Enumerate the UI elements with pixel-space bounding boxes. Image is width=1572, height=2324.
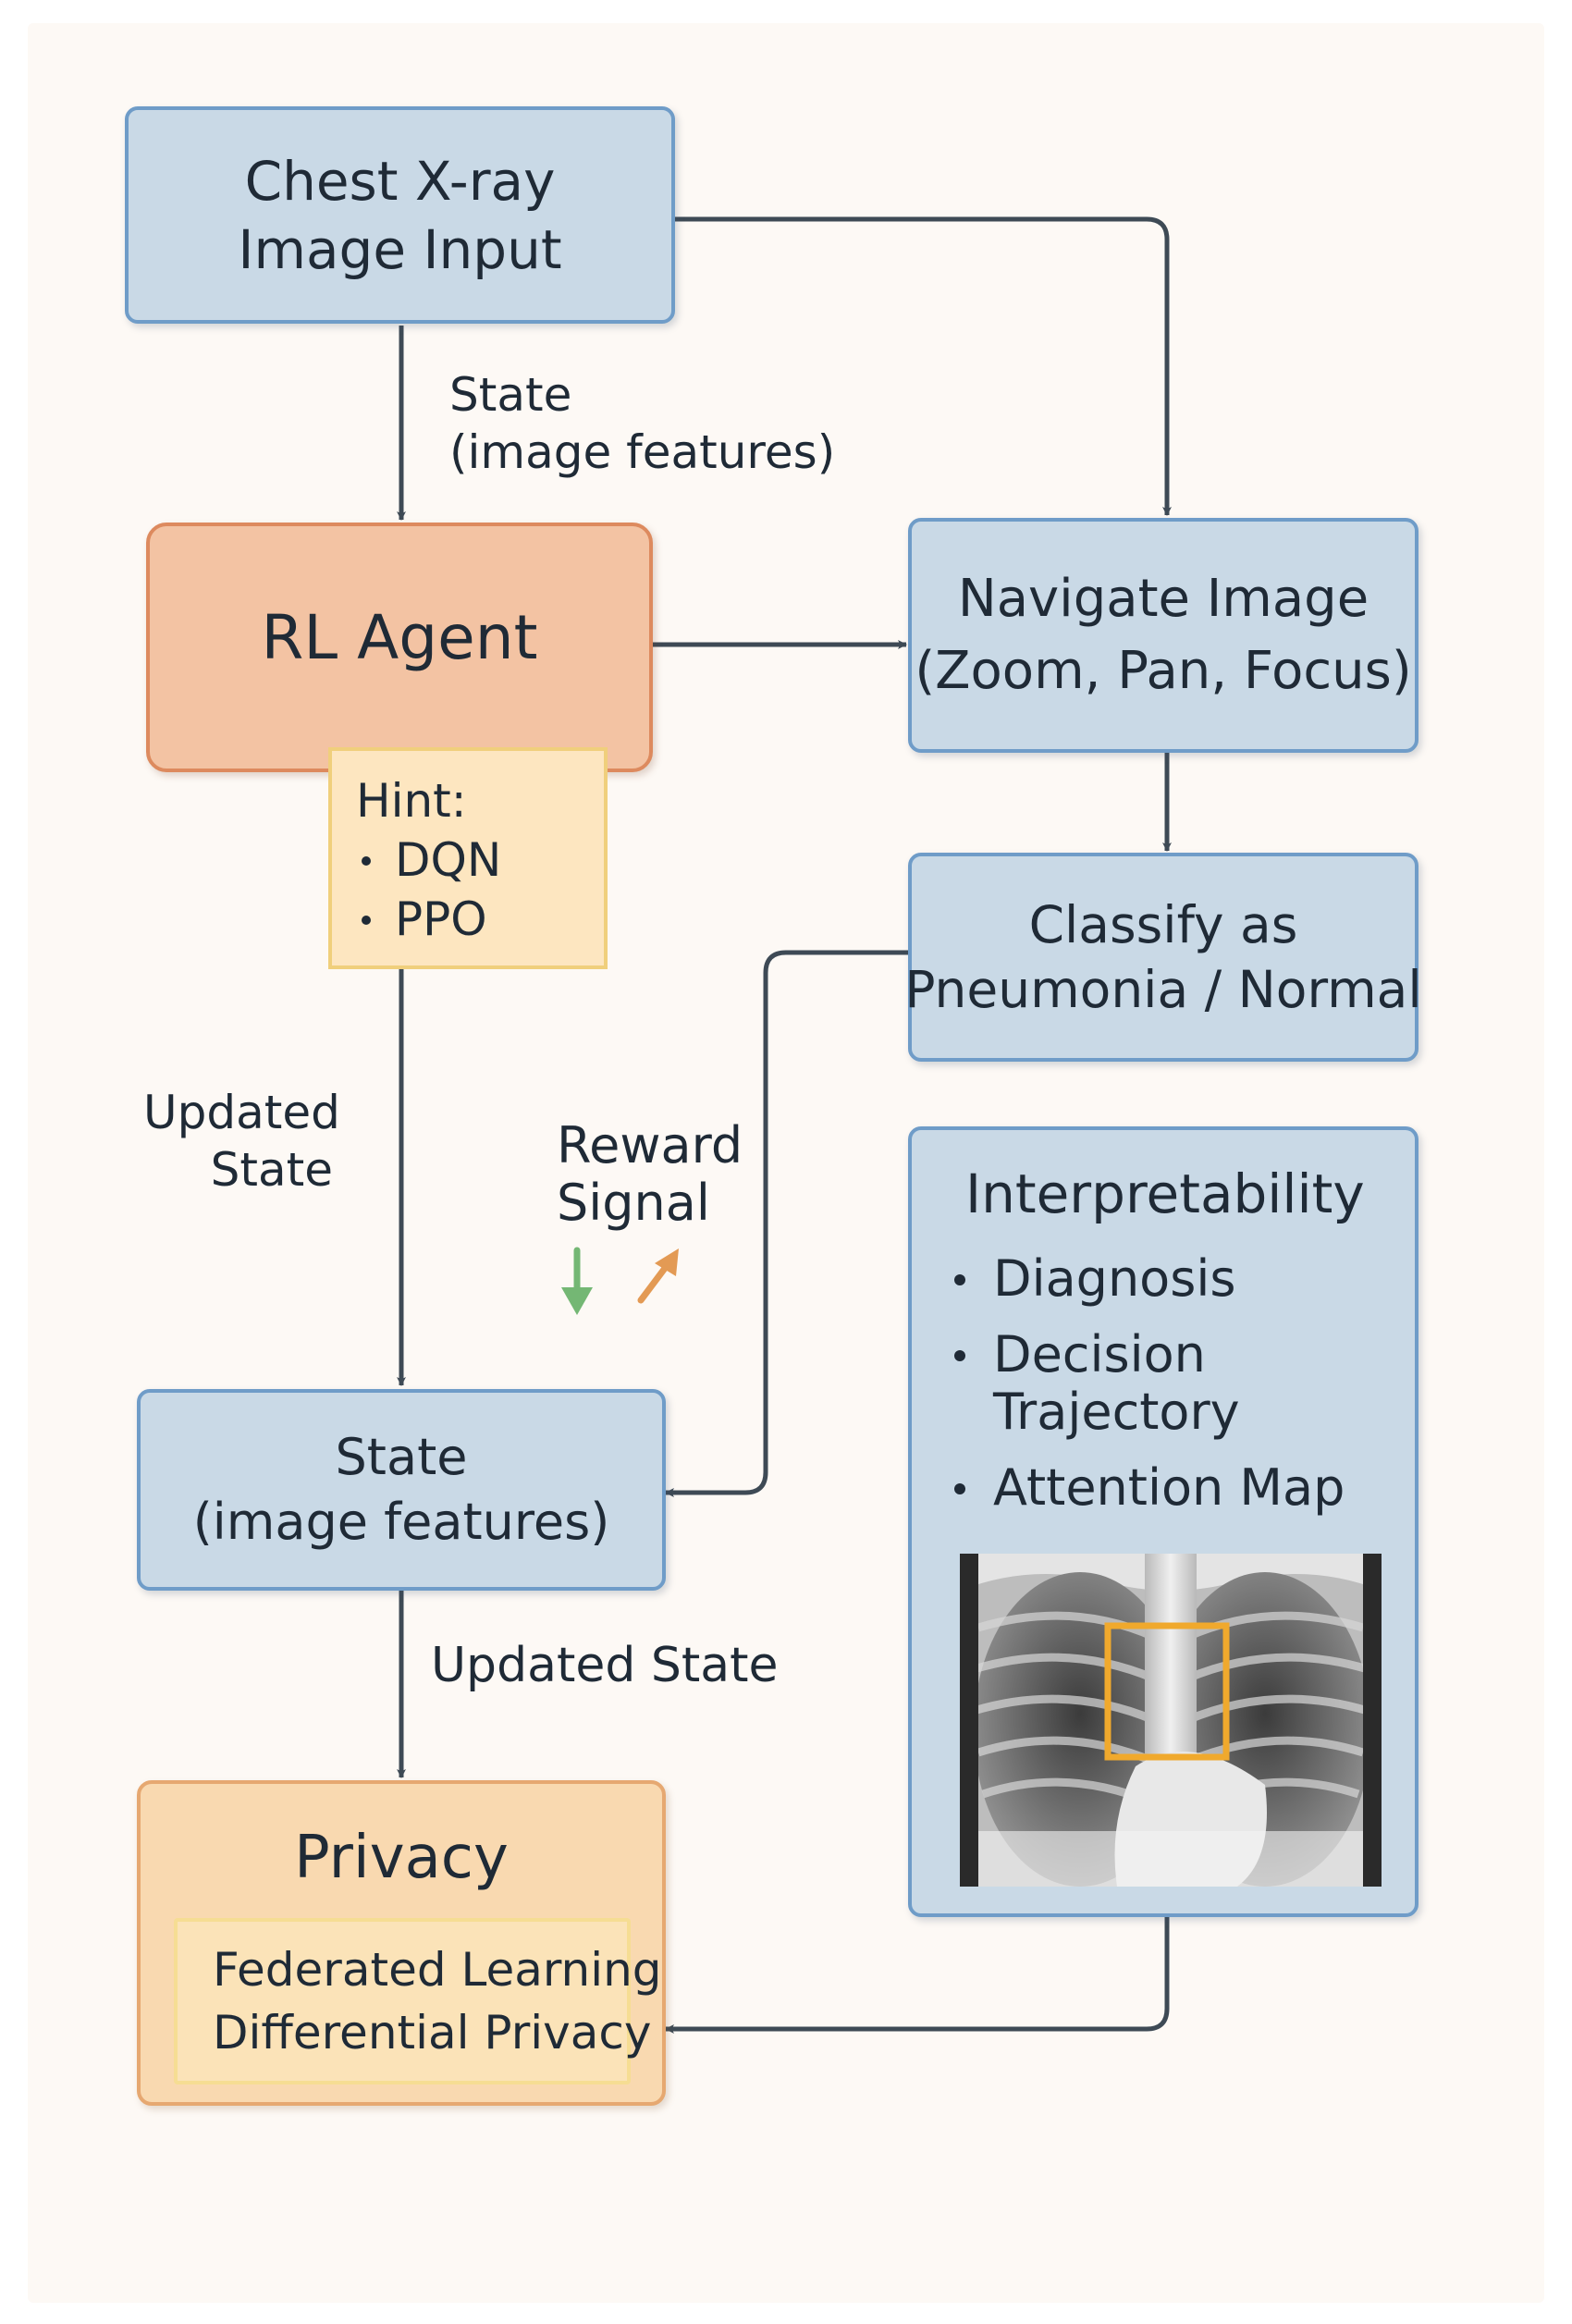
hint-item: PPO [356, 890, 604, 949]
state-line-2: (image features) [192, 1493, 610, 1551]
state-node: State (image features) [137, 1389, 666, 1591]
state-features-label: State (image features) [449, 366, 835, 481]
reward-signal-line-2: Signal [557, 1174, 710, 1232]
reward-up-icon [637, 1248, 679, 1304]
rl-agent-title: RL Agent [261, 602, 538, 673]
reward-signal-label: Reward Signal [557, 1117, 743, 1232]
privacy-method: Differential Privacy [213, 2006, 652, 2060]
updated-state-bottom-label: Updated State [431, 1638, 779, 1693]
image-input-line-2: Image Input [238, 217, 562, 281]
hint-item: DQN [356, 830, 604, 890]
xray-drawing [960, 1554, 1382, 1887]
navigate-line-1: Navigate Image [957, 569, 1369, 629]
privacy-methods: Federated Learning Differential Privacy [174, 1918, 662, 2084]
state-line-1: State [335, 1428, 468, 1486]
hint-title: Hint: [356, 774, 467, 828]
interpretability-title: Interpretability [965, 1162, 1365, 1225]
interpretability-item: Attention Map [947, 1459, 1391, 1517]
state-features-label-line-1: State [449, 368, 572, 422]
image-input-line-1: Chest X-ray [244, 149, 556, 213]
classify-line-1: Classify as [1028, 895, 1298, 954]
interpretability-list: Diagnosis Decision Trajectory Attention … [947, 1250, 1391, 1535]
navigate-line-2: (Zoom, Pan, Focus) [915, 641, 1412, 701]
updated-state-left-line-1: Updated [143, 1086, 340, 1139]
classify-node: Classify as Pneumonia / Normal [904, 853, 1422, 1062]
arrow-input-to-navigate [675, 216, 1172, 516]
arrow-classify-to-state [665, 950, 908, 1497]
privacy-title: Privacy [294, 1824, 509, 1892]
privacy-method: Federated Learning [213, 1943, 662, 1997]
classify-line-2: Pneumonia / Normal [904, 960, 1422, 1019]
reward-signal-line-1: Reward [557, 1116, 743, 1174]
image-input-node: Chest X-ray Image Input [125, 106, 675, 324]
rl-agent-node: RL Agent [146, 523, 653, 772]
hint-note: Hint: DQN PPO [328, 747, 608, 969]
chest-xray-image [960, 1554, 1382, 1887]
updated-state-left-line-2: State [210, 1143, 333, 1197]
attention-box [1104, 1622, 1230, 1761]
reward-down-icon [561, 1247, 593, 1315]
state-features-label-line-2: (image features) [449, 425, 836, 479]
interpretability-item: Diagnosis [947, 1250, 1391, 1308]
updated-state-left-label: Updated State [143, 1084, 340, 1199]
arrow-interpretability-to-privacy [665, 1917, 1170, 2034]
interpretability-item: Decision Trajectory [947, 1326, 1240, 1441]
navigate-image-node: Navigate Image (Zoom, Pan, Focus) [908, 518, 1418, 753]
